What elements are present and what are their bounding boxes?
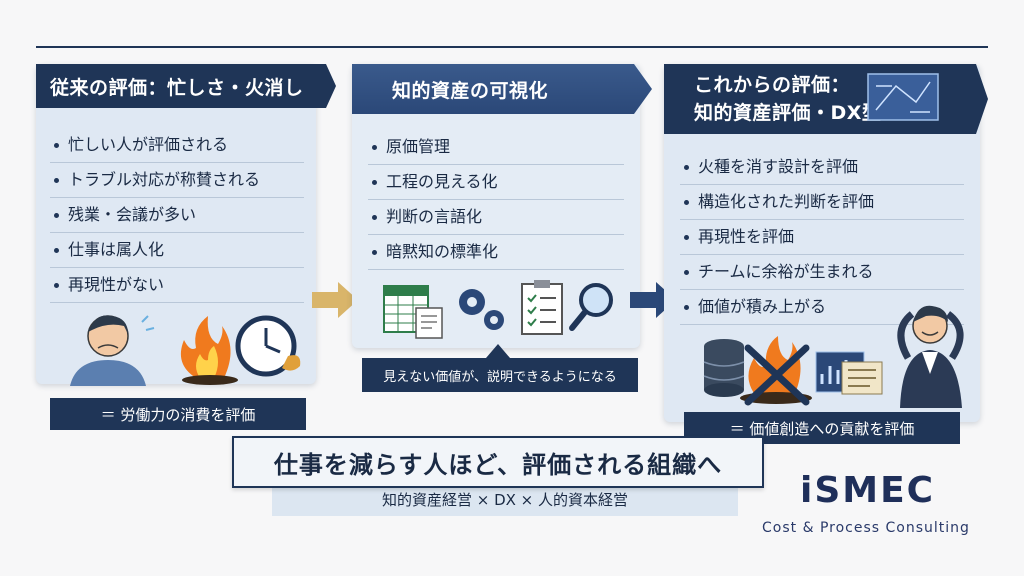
left-caption: ＝ 労働力の消費を評価 [50, 398, 306, 430]
worried-person-icon [70, 315, 155, 386]
list-item: トラブル対応が称賛される [50, 163, 304, 198]
list-item: 価値が積み上がる [680, 290, 964, 325]
blueprint-icon [867, 73, 939, 121]
right-panel-title-line1: これからの評価： [694, 74, 851, 96]
relaxed-person-icon [897, 305, 964, 408]
list-item: 残業・会議が多い [50, 198, 304, 233]
middle-caption: 見えない価値が、説明できるようになる [362, 358, 638, 392]
right-panel-list: 火種を消す設計を評価 構造化された判断を評価 再現性を評価 チームに余裕が生まれ… [680, 150, 964, 325]
left-panel-title: 従来の評価：忙しさ・火消し [36, 64, 336, 108]
caption-pointer [486, 344, 510, 358]
right-panel-title-line2: 知的資産評価・DX型 [694, 102, 882, 124]
list-item: 仕事は属人化 [50, 233, 304, 268]
list-item: 原価管理 [368, 130, 624, 165]
left-panel-list: 忙しい人が評価される トラブル対応が称賛される 残業・会議が多い 仕事は属人化 … [50, 128, 304, 303]
right-arrow-icon [312, 282, 358, 318]
brand-logo: iSMEC [800, 470, 936, 511]
dashboard-icon [815, 351, 883, 395]
main-banner: 仕事を減らす人ほど、評価される組織へ [232, 436, 764, 488]
magnifier-icon [569, 283, 613, 331]
fire-icon [180, 316, 238, 385]
database-icon [703, 339, 745, 397]
left-illustration [70, 315, 301, 386]
list-item: 構造化された判断を評価 [680, 185, 964, 220]
gears-icon [459, 289, 504, 330]
checklist-icon [521, 280, 563, 335]
crossed-fire-icon [740, 336, 812, 406]
middle-panel-title: 知的資産の可視化 [352, 64, 652, 114]
list-item: 忙しい人が評価される [50, 128, 304, 163]
list-item: 工程の見える化 [368, 165, 624, 200]
top-rule [36, 46, 988, 48]
list-item: 暗黙知の標準化 [368, 235, 624, 270]
list-item: チームに余裕が生まれる [680, 255, 964, 290]
right-illustration [703, 305, 964, 408]
list-item: 再現性を評価 [680, 220, 964, 255]
middle-panel-list: 原価管理 工程の見える化 判断の言語化 暗黙知の標準化 [368, 130, 624, 270]
clock-icon [235, 315, 301, 377]
spreadsheet-icon [383, 285, 443, 339]
list-item: 判断の言語化 [368, 200, 624, 235]
list-item: 火種を消す設計を評価 [680, 150, 964, 185]
list-item: 再現性がない [50, 268, 304, 303]
middle-illustration [383, 280, 613, 339]
brand-tagline: Cost & Process Consulting [762, 520, 970, 536]
